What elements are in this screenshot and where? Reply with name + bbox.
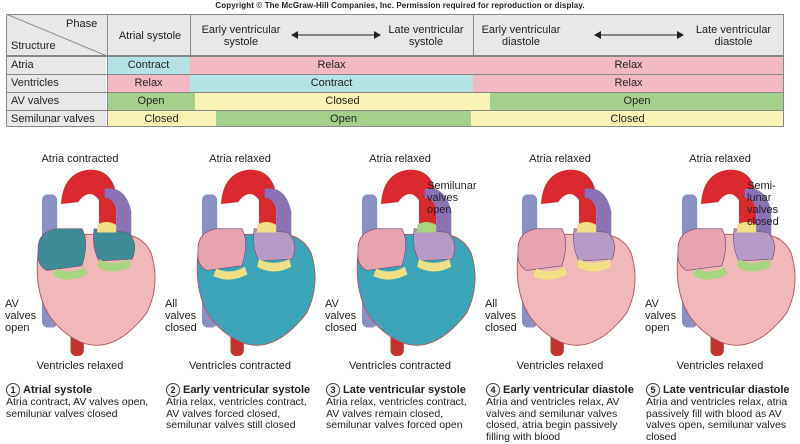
phase-early-ventricular-diastole: Early ventricular diastole [481,24,561,48]
copyright-notice: Copyright © The McGraw-Hill Companies, I… [215,1,585,10]
row-label-semilunar-valves: Semilunar valves [6,110,106,127]
heart-illustration [516,169,636,356]
heart-illustration [676,169,796,356]
corner-diagonal [6,14,107,56]
panel-semilunar-label: Semilunar valves open [427,180,477,216]
step-heading: Late ventricular diastole [663,383,790,396]
step-text: Atria and ventricles relax, AV valves an… [486,396,620,443]
heart-illustration [356,169,476,356]
panel-bottom-label: Ventricles relaxed [36,360,124,372]
panel-bottom-label: Ventricles contracted [348,360,452,372]
panel-top-label: Atria relaxed [689,153,751,165]
av-ventricular-diastole: Open [490,92,784,110]
panel-side-label: All valves closed [485,298,517,334]
panel-top-label: Atria relaxed [529,153,591,165]
step-text: Atria relax, ventricles contract, AV val… [326,396,467,431]
panel-top-label: Atria relaxed [369,153,431,165]
panel-top-label: Atria contracted [41,153,119,165]
step-number: 4 [486,383,500,397]
panel-semilunar-label: Semi- lunar valves closed [747,180,779,228]
step-heading: Atrial systole [23,383,93,396]
step-number: 1 [6,383,20,397]
semi-ventricular-diastole: Closed [471,110,784,127]
row-label-av-valves: AV valves [6,92,106,110]
panel-bottom-label: Ventricles relaxed [676,360,764,372]
corner-phase-label: Phase [66,18,98,30]
ventricles-ventricular-systole: Contract [190,74,473,92]
atria-ventricular-diastole: Relax [473,56,784,74]
panel-top-label: Atria relaxed [209,153,271,165]
double-arrow-icon [594,31,684,39]
heart-illustration [36,169,156,356]
panel-side-label: AV valves closed [325,298,357,334]
step-heading: Early ventricular systole [183,383,311,396]
corner-structure-label: Structure [11,40,56,52]
double-arrow-icon [291,31,381,39]
semi-atrial-systole: Closed [107,110,216,127]
cardiac-cycle-table: Phase Structure Atrial systole Early ven… [6,14,784,127]
phase-early-ventricular-systole: Early ventricular systole [201,24,281,48]
panel-side-label: AV valves open [5,298,37,334]
atria-atrial-systole: Contract [107,56,190,74]
ventricles-ventricular-diastole: Relax [473,74,784,92]
phase-late-ventricular-diastole: Late ventricular diastole [695,24,772,48]
step-heading: Late ventricular systole [343,383,466,396]
step-number: 5 [646,383,660,397]
step-number: 2 [166,383,180,397]
av-ventricular-systole: Closed [195,92,490,110]
phase-late-ventricular-systole: Late ventricular systole [388,24,464,48]
step-text: Atria relax, ventricles contract, AV val… [166,396,307,431]
heart-illustration [196,169,316,356]
panel-side-label: AV valves open [645,298,677,334]
panel-bottom-label: Ventricles relaxed [516,360,604,372]
row-label-ventricles: Ventricles [6,74,106,92]
panel-side-label: All valves closed [165,298,197,334]
semi-ventricular-systole: Open [216,110,471,127]
atria-ventricular-systole: Relax [190,56,473,74]
step-number: 3 [326,383,340,397]
ventricles-atrial-systole: Relax [107,74,190,92]
row-label-atria: Atria [6,56,106,74]
phase-atrial-systole: Atrial systole [118,30,182,42]
step-heading: Early ventricular diastole [503,383,634,396]
step-text: Atria and ventricles relax, atria passiv… [646,396,788,443]
step-text: Atria contract, AV valves open, semiluna… [6,396,149,420]
av-atrial-systole: Open [107,92,195,110]
panel-bottom-label: Ventricles contracted [188,360,292,372]
